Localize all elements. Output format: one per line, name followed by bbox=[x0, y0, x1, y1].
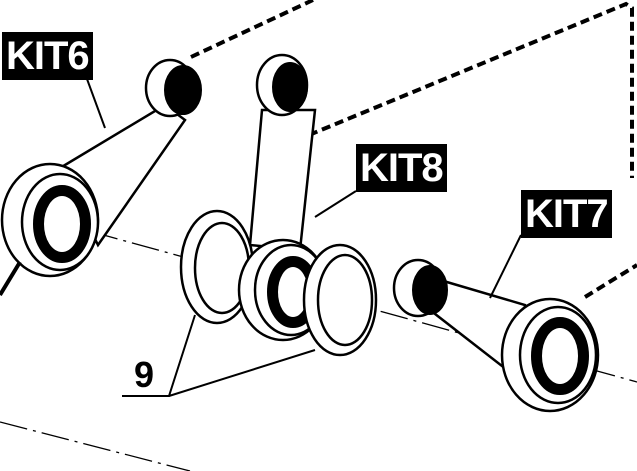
centerline-lower bbox=[0, 421, 191, 471]
dashed-guide-kit6 bbox=[190, 0, 314, 59]
label-kit8: KIT8 bbox=[356, 144, 447, 192]
leader-9 bbox=[122, 314, 316, 397]
dashed-guide-kit8 bbox=[308, 1, 634, 178]
leader-kit8 bbox=[314, 190, 357, 218]
kit6-connecting-rod bbox=[0, 58, 202, 297]
label-kit7: KIT7 bbox=[521, 190, 612, 238]
leader-kit7 bbox=[489, 234, 522, 299]
label-kit6: KIT6 bbox=[2, 32, 93, 80]
leader-kit6 bbox=[86, 78, 106, 129]
kit8-connecting-rod bbox=[179, 53, 378, 357]
dashed-guide-kit7 bbox=[583, 263, 637, 299]
kit7-connecting-rod bbox=[392, 258, 600, 413]
label-washers-9: 9 bbox=[134, 354, 155, 395]
